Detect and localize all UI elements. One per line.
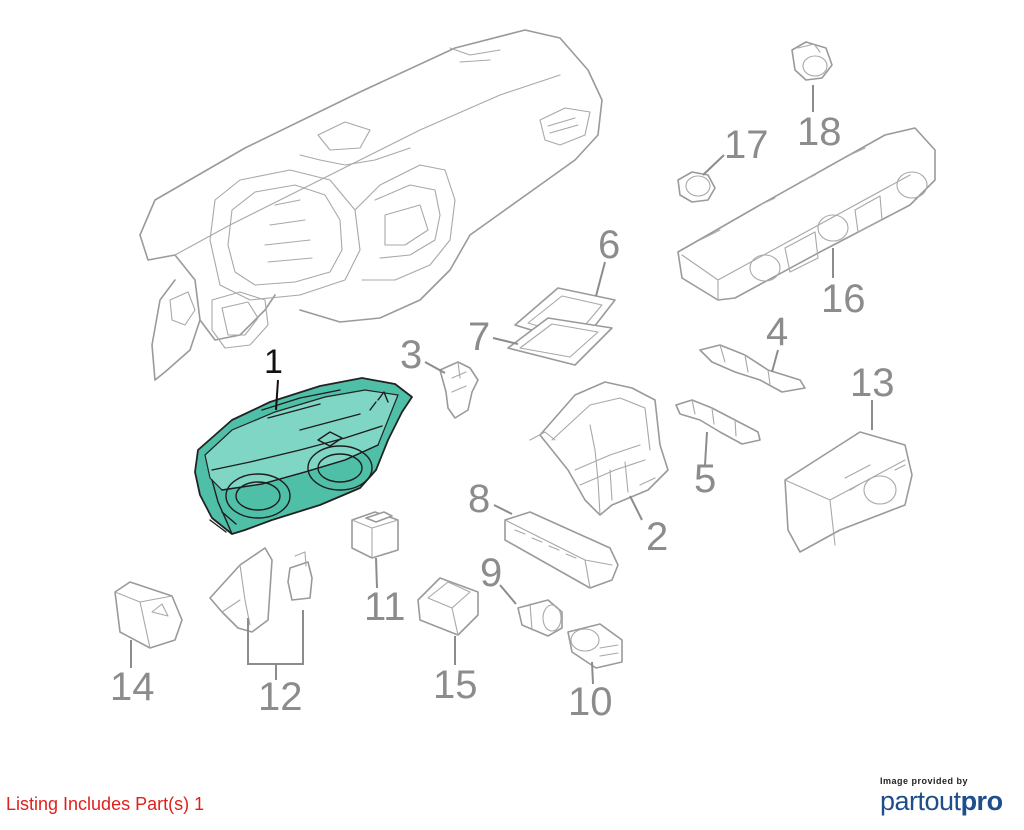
label-part-13[interactable]: 13 <box>850 361 895 405</box>
label-part-15[interactable]: 15 <box>433 663 478 707</box>
part-15-switch <box>417 577 479 636</box>
part-10-socket <box>567 623 623 669</box>
part-9-socket <box>517 599 563 637</box>
label-part-1[interactable]: 1 <box>264 343 283 381</box>
label-part-16[interactable]: 16 <box>821 277 866 321</box>
part-1-instrument-cluster[interactable] <box>194 377 413 535</box>
label-part-5[interactable]: 5 <box>694 457 716 501</box>
part-labels: 1 2 3 4 5 6 7 8 9 10 11 12 13 14 15 16 1… <box>110 110 895 724</box>
part-18-button <box>791 41 833 81</box>
part-11-switch <box>351 511 399 559</box>
part-7-gasket <box>507 317 613 366</box>
logo-text-part1: partout <box>880 786 961 816</box>
label-part-10[interactable]: 10 <box>568 680 613 724</box>
label-part-4[interactable]: 4 <box>766 310 788 354</box>
label-part-14[interactable]: 14 <box>110 665 155 709</box>
part-4-bracket <box>699 344 806 393</box>
label-part-6[interactable]: 6 <box>598 223 620 267</box>
image-credit: Image provided by partoutpro <box>880 776 1020 816</box>
dashboard-outline <box>139 29 603 381</box>
partoutpro-logo[interactable]: partoutpro <box>880 786 1020 816</box>
part-17-knob <box>677 171 716 203</box>
label-part-18[interactable]: 18 <box>797 110 842 154</box>
part-16-climate-panel <box>677 127 936 301</box>
part-14-hazard-switch <box>114 581 183 649</box>
label-part-3[interactable]: 3 <box>400 333 422 377</box>
part-3-bracket <box>439 361 479 419</box>
label-part-2[interactable]: 2 <box>646 515 668 559</box>
leader-lines <box>130 85 873 685</box>
credit-caption: Image provided by <box>880 776 969 786</box>
part-13-light-switch <box>784 431 913 553</box>
label-part-9[interactable]: 9 <box>480 551 502 595</box>
label-part-7[interactable]: 7 <box>468 315 490 359</box>
label-part-12[interactable]: 12 <box>258 675 303 719</box>
part-5-bracket <box>675 399 761 445</box>
part-8-switch-panel <box>504 511 619 589</box>
label-part-17[interactable]: 17 <box>724 123 769 167</box>
listing-includes-text: Listing Includes Part(s) 1 <box>6 794 205 814</box>
label-part-8[interactable]: 8 <box>468 477 490 521</box>
part-2-console-housing <box>529 381 669 516</box>
part-12-bracket <box>209 547 313 633</box>
label-part-11[interactable]: 11 <box>364 585 406 629</box>
logo-text-part2: pro <box>960 786 1004 816</box>
